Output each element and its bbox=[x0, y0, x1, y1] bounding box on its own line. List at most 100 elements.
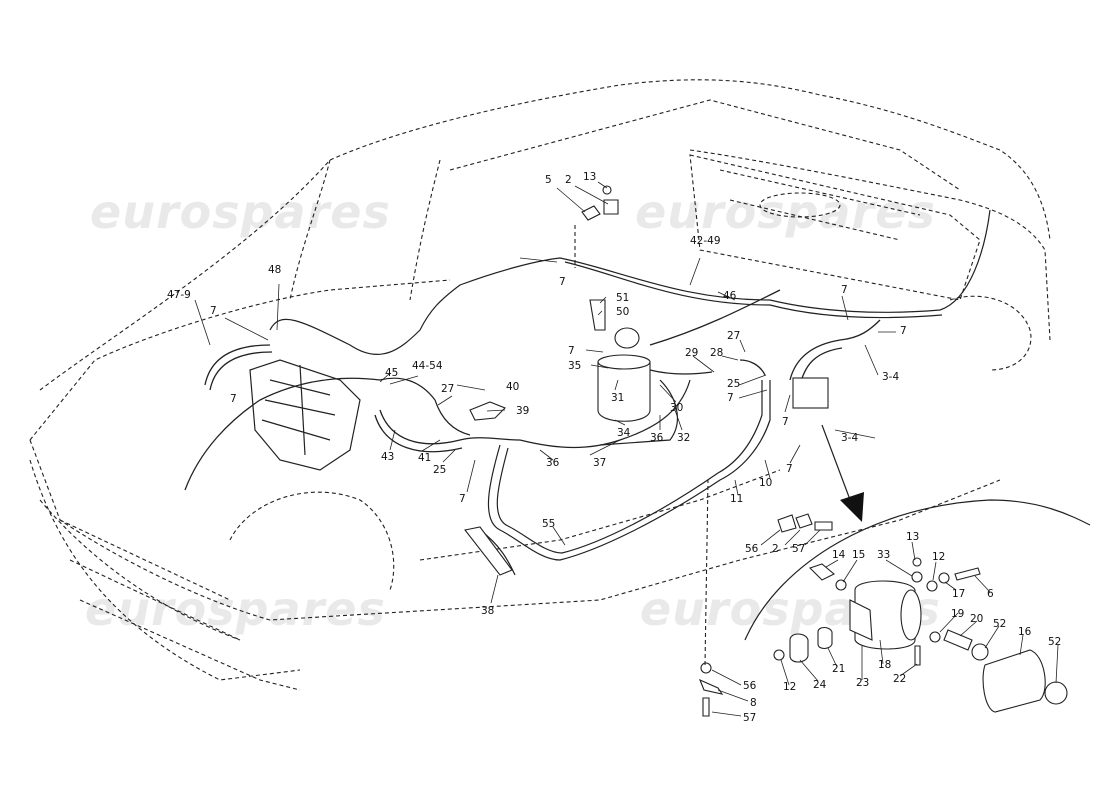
return-hose-43-b bbox=[374, 414, 463, 453]
label-2-m: 2 bbox=[772, 543, 779, 555]
label-34: 34 bbox=[617, 427, 631, 439]
label-25-c: 25 bbox=[727, 378, 740, 390]
main-supply-line-2 bbox=[564, 261, 943, 319]
watermark-top-left: eurospares bbox=[90, 185, 391, 239]
main-supply-line bbox=[269, 209, 991, 355]
label-7-r1: 7 bbox=[841, 284, 848, 296]
detail-label-12-a: 12 bbox=[932, 551, 945, 563]
front-bumper-line bbox=[29, 459, 301, 681]
detail-label-22: 22 bbox=[893, 673, 906, 685]
clip-5 bbox=[581, 205, 601, 221]
rear-fender-line bbox=[949, 295, 1032, 371]
fitting-20 bbox=[943, 629, 973, 651]
label-37: 37 bbox=[593, 457, 606, 469]
bracket-38 bbox=[464, 526, 513, 576]
detail-label-13: 13 bbox=[906, 531, 919, 543]
banjo-bolt-14 bbox=[808, 563, 835, 581]
washer-17 bbox=[938, 572, 950, 584]
label-27-c: 27 bbox=[727, 330, 740, 342]
arrow-shaft bbox=[821, 424, 853, 506]
label-56-a: 56 bbox=[745, 543, 759, 555]
label-39: 39 bbox=[516, 405, 529, 417]
label-28: 28 bbox=[710, 347, 723, 359]
fuel-tank-top bbox=[719, 169, 921, 241]
label-38: 38 bbox=[481, 605, 494, 617]
charcoal-canister bbox=[597, 361, 651, 422]
label-45: 45 bbox=[385, 367, 398, 379]
label-7-r2: 7 bbox=[900, 325, 907, 337]
label-57-a: 57 bbox=[792, 543, 805, 555]
canister-top bbox=[597, 354, 651, 370]
washer-52-a bbox=[971, 643, 989, 661]
label-36-b: 36 bbox=[546, 457, 560, 469]
label-2-top: 2 bbox=[565, 174, 572, 186]
washer-12-a bbox=[926, 580, 938, 592]
washer-52-b bbox=[1044, 681, 1068, 705]
label-44-54: 44-54 bbox=[412, 360, 443, 372]
filter-end bbox=[900, 589, 922, 641]
hose-to-filter bbox=[789, 319, 881, 381]
engine-detail bbox=[261, 364, 336, 456]
mount-56-57 bbox=[777, 513, 833, 533]
label-13-top: 13 bbox=[583, 171, 596, 183]
hood-line bbox=[29, 279, 451, 441]
front-hose-47-9-b bbox=[209, 351, 273, 391]
front-wheel-arch bbox=[229, 491, 395, 591]
label-7-top: 7 bbox=[559, 276, 566, 288]
detail-label-20: 20 bbox=[970, 613, 983, 625]
bolt-6 bbox=[954, 567, 981, 581]
nut-56-b bbox=[700, 662, 712, 674]
detail-label-17: 17 bbox=[952, 588, 965, 600]
label-30: 30 bbox=[670, 402, 683, 414]
label-31: 31 bbox=[611, 392, 624, 404]
label-11: 11 bbox=[730, 493, 743, 505]
label-7-cr: 7 bbox=[727, 392, 734, 404]
label-48: 48 bbox=[268, 264, 281, 276]
label-35: 35 bbox=[568, 360, 581, 372]
detail-label-15: 15 bbox=[852, 549, 865, 561]
fuel-tank-cap bbox=[759, 192, 841, 218]
return-hose-43 bbox=[379, 409, 521, 445]
cross-line-45 bbox=[379, 377, 471, 436]
label-42-49: 42-49 bbox=[690, 235, 721, 247]
canister-hose-29 bbox=[649, 359, 766, 376]
label-7-left2: 7 bbox=[230, 393, 237, 405]
side-window-line bbox=[449, 99, 961, 191]
label-56-b: 56 bbox=[743, 680, 757, 692]
detail-label-16: 16 bbox=[1018, 626, 1032, 638]
watermark-top-right: eurospares bbox=[635, 185, 936, 239]
fuel-tank-outline bbox=[689, 154, 981, 301]
washer-33 bbox=[911, 571, 923, 583]
bolt-22 bbox=[914, 645, 921, 666]
label-7-r4: 7 bbox=[786, 463, 793, 475]
roof-line bbox=[39, 79, 1051, 391]
label-29: 29 bbox=[685, 347, 698, 359]
filter-bracket bbox=[849, 599, 873, 641]
canister-bracket-50 bbox=[589, 299, 606, 331]
label-57-b: 57 bbox=[743, 712, 756, 724]
nut-13-detail bbox=[912, 557, 922, 567]
callout-labels: 5 2 13 42-49 46 7 48 47-9 7 7 51 50 7 35… bbox=[167, 171, 1061, 724]
in-car-parts bbox=[464, 185, 833, 717]
label-40: 40 bbox=[506, 381, 519, 393]
label-32: 32 bbox=[677, 432, 690, 444]
detail-label-18: 18 bbox=[878, 659, 891, 671]
detail-label-19: 19 bbox=[951, 608, 964, 620]
bushing-21 bbox=[817, 626, 833, 650]
label-3-4-b: 3-4 bbox=[841, 432, 858, 444]
clip-leader-dashed bbox=[574, 225, 709, 666]
label-25-l: 25 bbox=[433, 464, 446, 476]
label-5: 5 bbox=[545, 174, 552, 186]
label-47-9: 47-9 bbox=[167, 289, 191, 301]
label-50: 50 bbox=[616, 306, 629, 318]
bolt-57 bbox=[702, 697, 710, 717]
label-27-l: 27 bbox=[441, 383, 454, 395]
detail-label-24: 24 bbox=[813, 679, 827, 691]
windshield-line bbox=[289, 159, 441, 301]
label-7-l3: 7 bbox=[459, 493, 466, 505]
underbody-line bbox=[487, 380, 771, 561]
label-55: 55 bbox=[542, 518, 555, 530]
detail-label-33: 33 bbox=[877, 549, 890, 561]
leaders bbox=[194, 181, 1059, 717]
canister-hose-46 bbox=[649, 289, 781, 346]
